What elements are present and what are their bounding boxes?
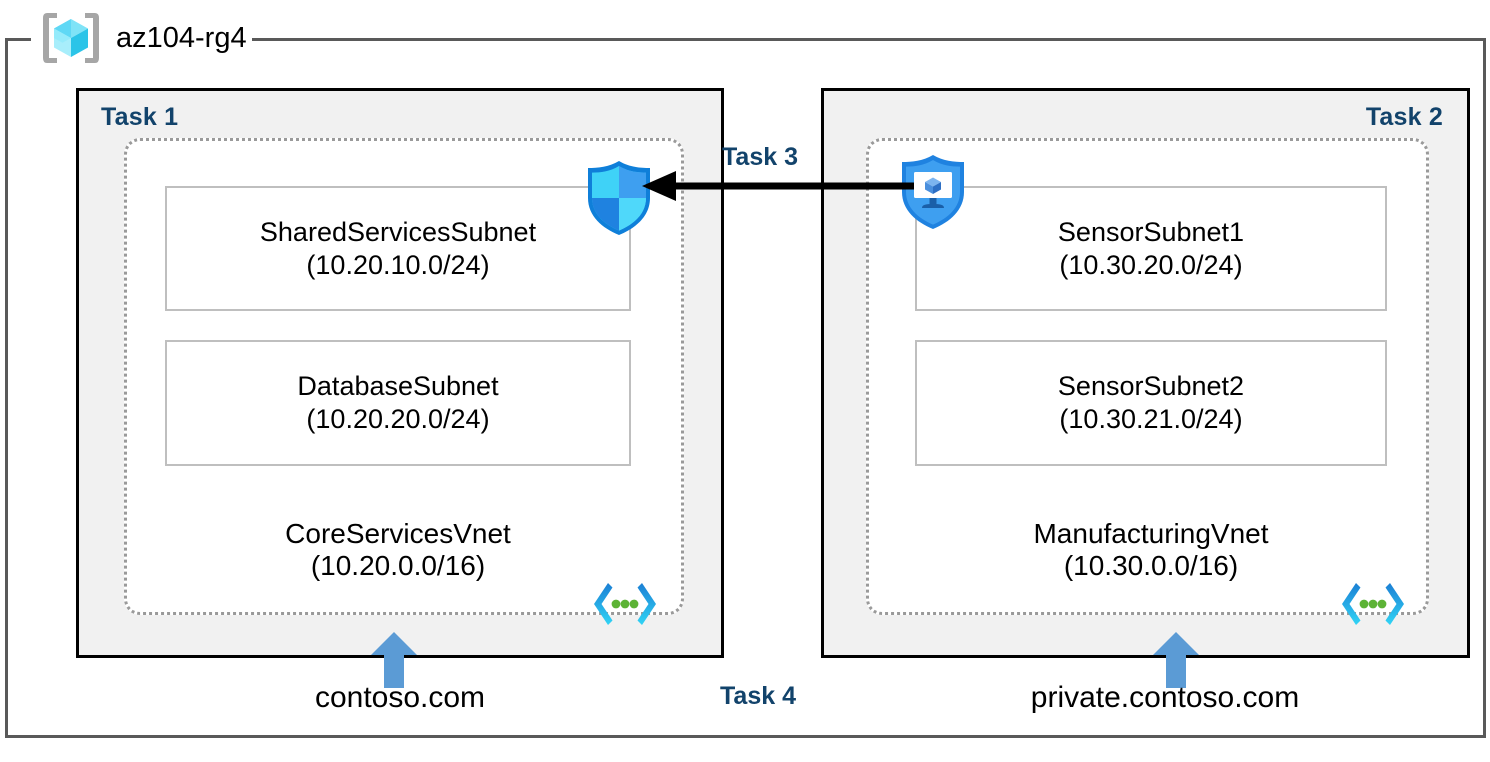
bastion-shield-monitor-icon (902, 155, 964, 229)
vnet-peering-arrow (642, 171, 914, 201)
subnet-name: SensorSubnet2 (1057, 371, 1245, 402)
subnet-sensor-2: SensorSubnet2 (10.30.21.0/24) (915, 340, 1387, 466)
resource-group-border-bottom (5, 735, 1486, 738)
subnet-name: SensorSubnet1 (1057, 216, 1245, 247)
dns-zone-private-contoso: private.contoso.com (1030, 681, 1300, 714)
task-1-label: Task 1 (101, 103, 179, 131)
task-2-label: Task 2 (1365, 103, 1443, 131)
vnet-name: ManufacturingVnet (1033, 518, 1269, 549)
vnet-caption-core-services: CoreServicesVnet (10.20.0.0/16) (165, 518, 631, 582)
up-arrow-icon (1153, 632, 1199, 688)
subnet-cidr: (10.30.20.0/24) (1059, 249, 1243, 280)
virtual-network-icon (1342, 583, 1404, 625)
task-3-label: Task 3 (722, 143, 798, 171)
resource-group-header: az104-rg4 (40, 6, 247, 70)
vnet-cidr: (10.20.0.0/16) (310, 549, 486, 581)
up-arrow-icon (371, 632, 417, 688)
subnet-cidr: (10.20.10.0/24) (306, 249, 490, 280)
resource-group-cube-icon (43, 13, 99, 63)
subnet-shared-services: SharedServicesSubnet (10.20.10.0/24) (165, 186, 631, 311)
virtual-network-icon (594, 583, 656, 625)
resource-group-border-left (5, 38, 8, 738)
dns-zone-contoso: contoso.com (314, 681, 486, 714)
subnet-sensor-1: SensorSubnet1 (10.30.20.0/24) (915, 186, 1387, 311)
resource-group-border-top-right-span (252, 38, 1486, 41)
vnet-cidr: (10.30.0.0/16) (1063, 549, 1239, 581)
subnet-database: DatabaseSubnet (10.20.20.0/24) (165, 340, 631, 466)
subnet-name: DatabaseSubnet (297, 371, 499, 402)
task-4-label: Task 4 (720, 682, 796, 710)
subnet-cidr: (10.30.21.0/24) (1059, 404, 1243, 434)
network-security-group-shield-icon (588, 161, 650, 235)
resource-group-border-top-left-stub (5, 38, 31, 41)
subnet-name: SharedServicesSubnet (259, 216, 537, 247)
resource-group-border-right (1483, 38, 1486, 738)
vnet-name: CoreServicesVnet (285, 518, 511, 549)
subnet-cidr: (10.20.20.0/24) (306, 404, 490, 434)
resource-group-name: az104-rg4 (116, 21, 247, 54)
vnet-caption-manufacturing: ManufacturingVnet (10.30.0.0/16) (915, 518, 1387, 582)
